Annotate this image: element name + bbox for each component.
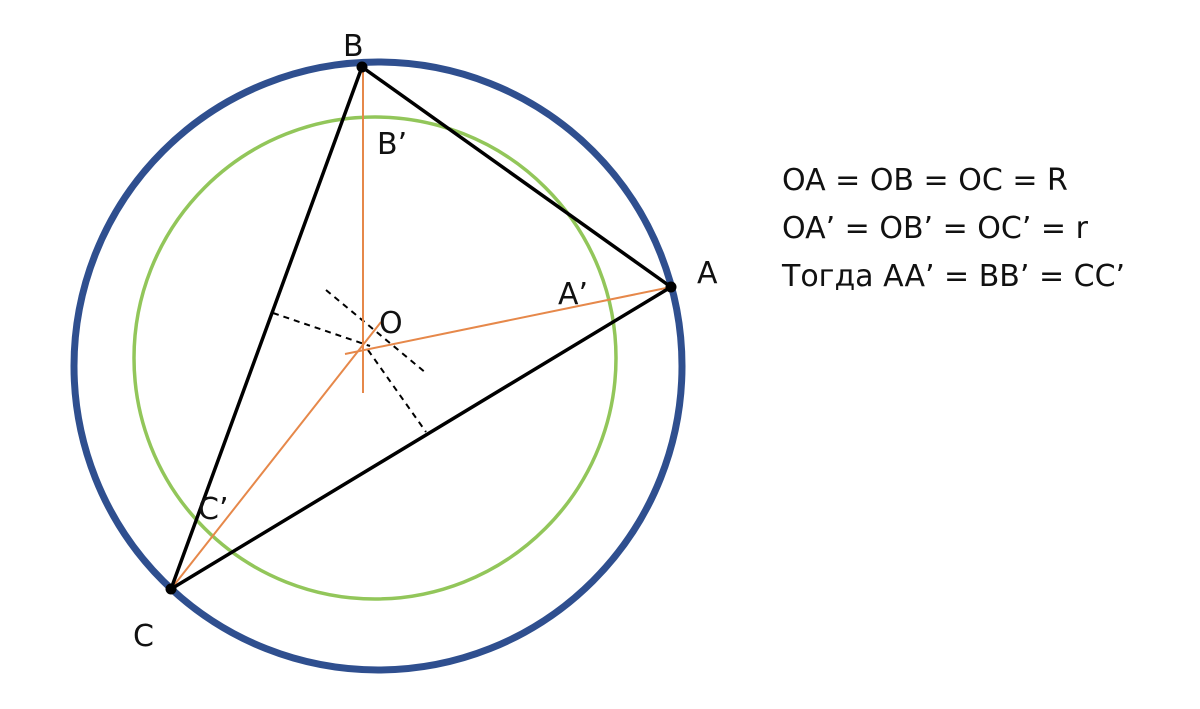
label-o: O <box>379 306 403 341</box>
triangle-abc <box>169 65 673 591</box>
point-c-dot <box>165 583 177 595</box>
radius-oa <box>344 286 672 355</box>
label-a-prime: A’ <box>558 277 588 312</box>
outer-circle <box>70 58 686 674</box>
dashed-line-ac <box>367 349 427 433</box>
dashed-line-bc <box>272 312 371 347</box>
label-b-prime: B’ <box>377 127 407 162</box>
formula-line-2: OA’ = OB’ = OC’ = r <box>782 211 1089 246</box>
formula-line-1: OA = OB = OC = R <box>782 163 1068 198</box>
radius-lines <box>170 67 672 590</box>
formula-line-3: Тогда AA’ = BB’ = CC’ <box>781 259 1125 294</box>
dashed-bisectors <box>272 289 427 433</box>
point-b-dot <box>356 61 368 73</box>
label-c: C <box>133 619 154 654</box>
point-a-dot <box>665 281 677 293</box>
inner-circle <box>132 115 618 601</box>
label-c-prime: C’ <box>198 492 228 527</box>
radius-oc <box>170 321 382 590</box>
label-a: A <box>697 256 718 291</box>
label-b: B <box>343 29 364 64</box>
